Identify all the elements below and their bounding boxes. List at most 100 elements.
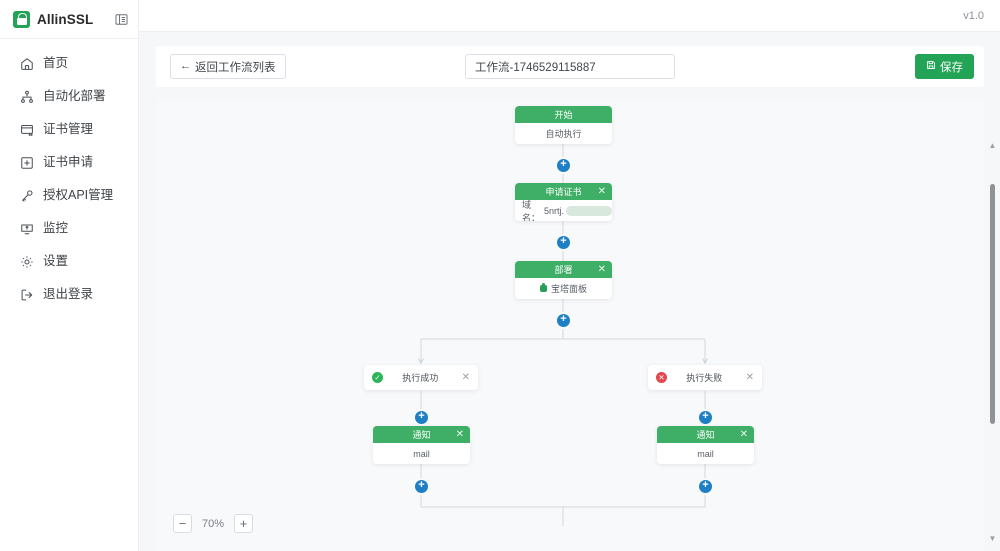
- sidebar-item-auto-deploy[interactable]: 自动化部署: [0, 80, 138, 113]
- node-notify-success-body-text: mail: [413, 448, 430, 459]
- plus-icon: +: [560, 158, 567, 170]
- close-icon[interactable]: ✕: [455, 428, 464, 440]
- workflow-canvas[interactable]: 开始 自动执行 + 申请证书 ✕: [156, 101, 984, 551]
- add-node-button-after-apply[interactable]: +: [557, 236, 570, 249]
- sidebar-item-cert-apply[interactable]: 证书申请: [0, 146, 138, 179]
- sidebar-item-label: 证书管理: [43, 122, 94, 137]
- node-start[interactable]: 开始 自动执行: [515, 106, 612, 144]
- node-notify-success-title: 通知: [412, 430, 431, 440]
- sidebar-item-settings[interactable]: 设置: [0, 245, 138, 278]
- version-label: v1.0: [963, 9, 984, 22]
- back-to-workflow-list-button[interactable]: ← 返回工作流列表: [170, 54, 286, 79]
- node-notify-success-header: 通知 ✕: [373, 426, 470, 443]
- close-icon[interactable]: ✕: [461, 372, 470, 383]
- scroll-down-arrow-icon[interactable]: ▼: [988, 534, 997, 543]
- sidebar-item-home[interactable]: 首页: [0, 47, 138, 80]
- error-circle-icon: ✕: [656, 372, 667, 383]
- node-apply-title: 申请证书: [545, 187, 582, 197]
- node-notify-failure-body-text: mail: [697, 448, 714, 459]
- zoom-in-button[interactable]: +: [234, 514, 254, 533]
- sidebar-item-cert-manage[interactable]: 证书管理: [0, 113, 138, 146]
- key-icon: [19, 188, 34, 203]
- allinssl-lock-logo-icon: [13, 10, 30, 28]
- node-start-body: 自动执行: [515, 123, 612, 144]
- sidebar-nav: 首页 自动化部署: [0, 39, 138, 311]
- node-condition-failure[interactable]: ✕ 执行失败 ✕: [648, 365, 762, 390]
- baota-panel-icon: [539, 283, 547, 292]
- node-condition-success[interactable]: ✓ 执行成功 ✕: [364, 365, 478, 390]
- add-node-button-after-notify-failure[interactable]: +: [699, 480, 712, 493]
- zoom-level-label: 70%: [202, 517, 225, 530]
- arrow-left-icon: ←: [180, 60, 191, 72]
- node-start-body-text: 自动执行: [545, 129, 582, 139]
- zoom-out-button[interactable]: −: [173, 514, 192, 533]
- node-apply-header: 申请证书 ✕: [515, 183, 612, 200]
- sidebar-item-label: 退出登录: [43, 287, 94, 302]
- node-apply-domain-label: 域名：: [522, 200, 541, 221]
- add-node-button-after-deploy[interactable]: +: [557, 314, 570, 327]
- scroll-up-arrow-icon[interactable]: ▲: [988, 141, 997, 150]
- plus-icon: +: [418, 410, 425, 422]
- sidebar-item-label: 监控: [43, 221, 69, 236]
- node-condition-failure-label: 执行失败: [686, 373, 723, 383]
- plus-square-icon: [19, 155, 34, 170]
- node-condition-success-label: 执行成功: [402, 373, 439, 383]
- plus-icon: +: [560, 313, 567, 325]
- vertical-scrollbar[interactable]: ▲ ▼: [987, 142, 998, 545]
- close-icon[interactable]: ✕: [739, 428, 748, 440]
- node-notify-failure[interactable]: 通知 ✕ mail: [657, 426, 754, 464]
- plus-icon: +: [702, 410, 709, 422]
- sidebar-header: AllinSSL: [0, 0, 138, 39]
- sidebar-item-api-auth[interactable]: 授权API管理: [0, 179, 138, 212]
- sidebar-item-label: 自动化部署: [43, 89, 106, 104]
- close-icon[interactable]: ✕: [597, 263, 606, 275]
- main-area: v1.0 ← 返回工作流列表 保存: [139, 0, 1000, 551]
- close-icon[interactable]: ✕: [597, 185, 606, 197]
- add-node-button-after-notify-success[interactable]: +: [415, 480, 428, 493]
- sidebar: AllinSSL 首页: [0, 0, 139, 551]
- node-notify-failure-header: 通知 ✕: [657, 426, 754, 443]
- save-button-label: 保存: [940, 61, 963, 74]
- sidebar-item-label: 授权API管理: [43, 188, 114, 203]
- node-apply-domain-value: 5nrtj.: [544, 205, 565, 216]
- logout-icon: [19, 287, 34, 302]
- save-button[interactable]: 保存: [915, 54, 974, 79]
- node-notify-success-body: mail: [373, 443, 470, 464]
- sidebar-item-label: 设置: [43, 254, 69, 269]
- scrollbar-track[interactable]: [987, 152, 998, 535]
- add-node-button-after-success[interactable]: +: [415, 411, 428, 424]
- redacted-domain-mask: [566, 205, 612, 216]
- plus-icon: +: [418, 479, 425, 491]
- node-deploy-body-text: 宝塔面板: [550, 284, 587, 294]
- save-disk-icon: [926, 60, 936, 73]
- sidebar-item-label: 证书申请: [43, 155, 94, 170]
- node-deploy-body: 宝塔面板: [515, 278, 612, 299]
- add-node-button-after-start[interactable]: +: [557, 159, 570, 172]
- node-deploy-header: 部署 ✕: [515, 261, 612, 278]
- workflow-name-input[interactable]: [465, 54, 675, 79]
- back-button-label: 返回工作流列表: [195, 61, 276, 74]
- node-start-title: 开始: [554, 110, 573, 120]
- workflow-canvas-wrapper[interactable]: 开始 自动执行 + 申请证书 ✕: [156, 101, 984, 551]
- check-circle-icon: ✓: [372, 372, 383, 383]
- home-icon: [19, 56, 34, 71]
- certificate-icon: [19, 122, 34, 137]
- scrollbar-thumb[interactable]: [990, 184, 995, 424]
- node-deploy[interactable]: 部署 ✕ 宝塔面板: [515, 261, 612, 299]
- connector-lines: [156, 144, 984, 526]
- sidebar-collapse-icon[interactable]: [113, 11, 129, 27]
- top-bar: v1.0: [139, 0, 1000, 32]
- add-node-button-after-failure[interactable]: +: [699, 411, 712, 424]
- sidebar-item-logout[interactable]: 退出登录: [0, 278, 138, 311]
- node-apply-certificate[interactable]: 申请证书 ✕ 域名： 5nrtj.: [515, 183, 612, 221]
- app-logo-text: AllinSSL: [37, 11, 94, 27]
- node-notify-success[interactable]: 通知 ✕ mail: [373, 426, 470, 464]
- plus-icon: +: [560, 235, 567, 247]
- node-apply-body: 域名： 5nrtj.: [515, 200, 612, 221]
- node-deploy-title: 部署: [554, 265, 573, 275]
- sidebar-item-monitor[interactable]: 监控: [0, 212, 138, 245]
- workflow-toolbar: ← 返回工作流列表 保存: [156, 46, 984, 87]
- canvas-zoom-controls: − 70% +: [173, 514, 254, 533]
- close-icon[interactable]: ✕: [745, 372, 754, 383]
- monitor-icon: [19, 221, 34, 236]
